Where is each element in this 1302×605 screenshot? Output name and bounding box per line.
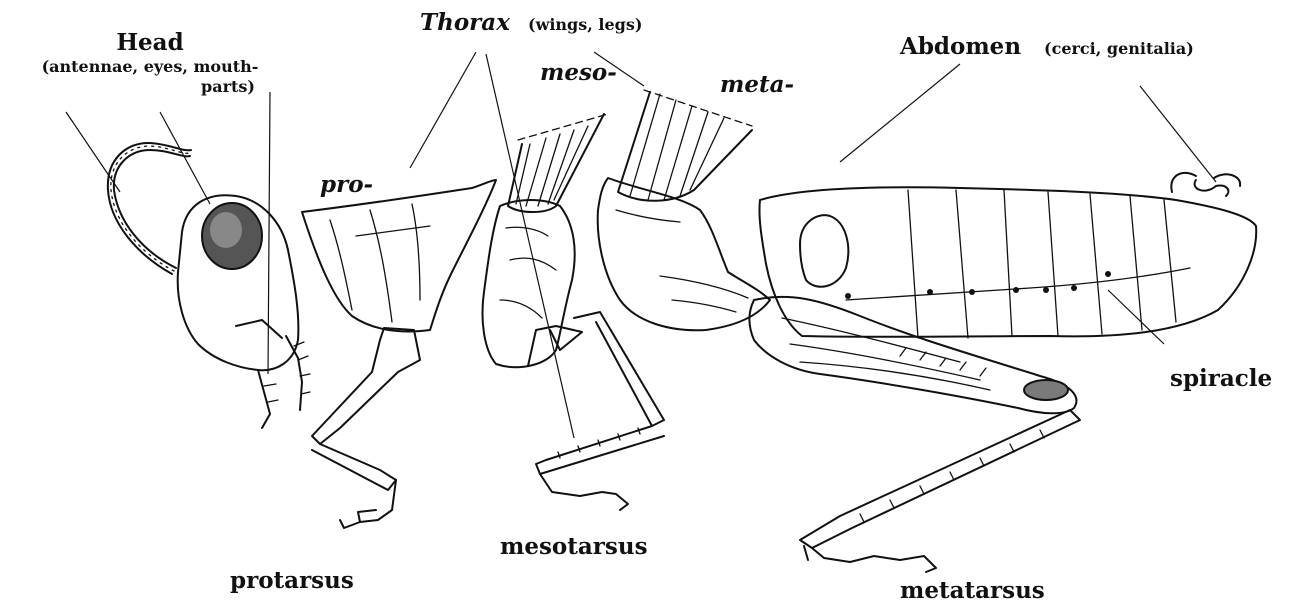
label-mesotarsus: mesotarsus xyxy=(500,533,648,560)
knee xyxy=(1024,380,1068,400)
head-leader-eye xyxy=(160,112,210,204)
metathorax-body xyxy=(598,178,770,330)
label-thorax: Thorax xyxy=(420,9,510,36)
midleg xyxy=(528,312,664,474)
hind-tibia-spines xyxy=(860,430,1044,522)
metathorax-sclerites xyxy=(616,210,748,312)
head-drawing xyxy=(108,143,310,428)
prothorax-drawing xyxy=(302,180,496,528)
hind-femur-pattern xyxy=(782,318,990,390)
abdomen-drawing xyxy=(759,173,1256,338)
thorax-leader-meso xyxy=(486,54,574,438)
label-meso: meso- xyxy=(540,59,617,86)
label-abdomen: Abdomen xyxy=(899,33,1021,60)
mesothorax-sclerites xyxy=(500,227,556,318)
cerci-genitalia xyxy=(1171,173,1240,196)
tympanum xyxy=(800,215,848,287)
label-head: Head xyxy=(116,29,183,56)
foreleg-tarsus xyxy=(340,480,396,528)
head-leader-antenna xyxy=(66,112,120,192)
label-thorax-sub: (wings, legs) xyxy=(528,15,642,34)
mesothorax-body xyxy=(483,200,575,367)
label-abdomen-sub: (cerci, genitalia) xyxy=(1044,39,1194,58)
pronotum-sulci xyxy=(330,204,430,322)
midleg-spines xyxy=(558,428,640,458)
meso-wing-base-dashes xyxy=(518,114,608,140)
foreleg xyxy=(312,328,420,490)
meta-wing-bud xyxy=(618,92,752,201)
thorax-leader-pro xyxy=(410,52,476,168)
label-head-sub-1: (antennae, eyes, mouth- xyxy=(42,57,259,76)
pronotum xyxy=(302,180,496,331)
hind-tarsus xyxy=(804,546,936,572)
palp-segments xyxy=(264,342,310,402)
cerci-leader xyxy=(1140,86,1216,182)
mouthparts xyxy=(236,320,302,428)
metathorax-drawing xyxy=(598,90,770,330)
eye-highlight xyxy=(210,212,242,248)
hindleg-drawing xyxy=(750,297,1081,572)
label-metatarsus: metatarsus xyxy=(900,577,1045,604)
label-protarsus: protarsus xyxy=(230,567,354,594)
abdominal-segments xyxy=(908,190,1176,338)
hind-tibia xyxy=(800,410,1080,548)
label-meta: meta- xyxy=(720,71,794,98)
label-pro: pro- xyxy=(320,171,373,198)
head-leader-mouthparts xyxy=(268,92,270,374)
abdomen-leader xyxy=(840,64,960,162)
midleg-tarsus xyxy=(540,474,628,510)
label-head-sub-2: parts) xyxy=(201,77,255,96)
label-spiracle: spiracle xyxy=(1170,365,1272,392)
